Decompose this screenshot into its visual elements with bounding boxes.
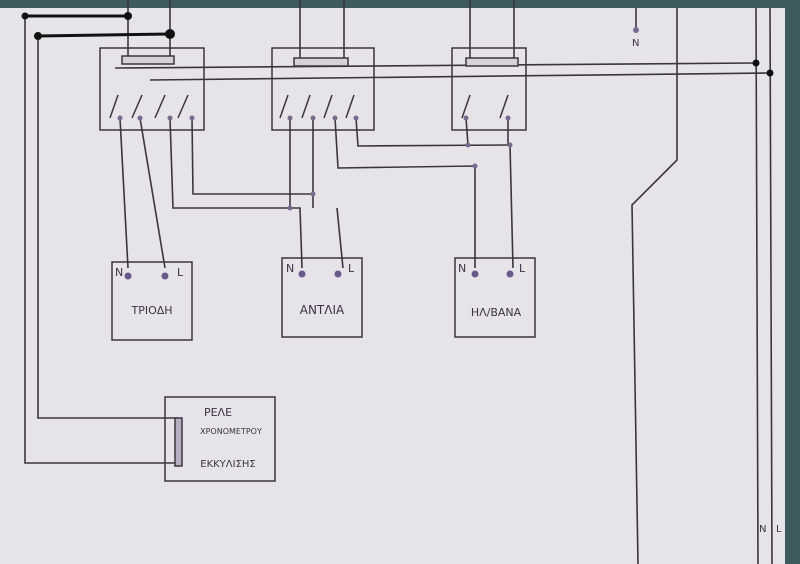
switch-module-1	[99, 47, 205, 131]
load-name: ΤΡΙΟΔΗ	[130, 304, 172, 317]
supply-top-n-label: N	[632, 38, 639, 49]
switch-module-3	[451, 47, 527, 131]
jumper-ends	[21, 12, 774, 77]
load-l-label: L	[348, 262, 355, 275]
load-l-label: L	[177, 266, 184, 279]
load-n-label: N	[458, 262, 466, 275]
load-n-label: N	[286, 262, 294, 275]
supply-l-label: L	[776, 524, 782, 535]
supply-line-l	[769, 7, 773, 564]
relay-label-3: ΕΚΚΥΛΙΣΗΣ	[200, 459, 256, 470]
load-name: ΗΛ/ΒΑΝΑ	[471, 306, 522, 319]
paper-sheet	[0, 8, 785, 564]
jumper-wires	[25, 14, 171, 38]
load-trioda: N L ΤΡΙΟΔΗ	[111, 261, 193, 341]
bus-line-2	[149, 72, 771, 81]
supply-line-n	[755, 7, 759, 564]
load-l-label: L	[519, 262, 526, 275]
bus-line-1	[114, 62, 757, 69]
load-antlia: N L ΑΝΤΛΙΑ	[281, 257, 363, 338]
switch-module-2	[271, 47, 375, 131]
supply-n-label: N	[759, 524, 766, 535]
load-n-label: N	[115, 266, 123, 279]
relay-wire-2	[24, 16, 180, 464]
timer-relay: ΡΕΛΕ ΧΡΟΝΟΜΕΤΡΟΥ ΕΚΚΥΛΙΣΗΣ	[164, 396, 276, 482]
relay-label-2: ΧΡΟΝΟΜΕΤΡΟΥ	[200, 427, 262, 436]
load-hl-vana: N L ΗΛ/ΒΑΝΑ	[454, 257, 536, 338]
load-name: ΑΝΤΛΙΑ	[300, 303, 345, 317]
supply-neutral-line	[631, 8, 678, 564]
terminal-dots	[117, 27, 639, 211]
relay-label-1: ΡΕΛΕ	[204, 406, 232, 419]
relay-wire-1	[37, 36, 178, 419]
